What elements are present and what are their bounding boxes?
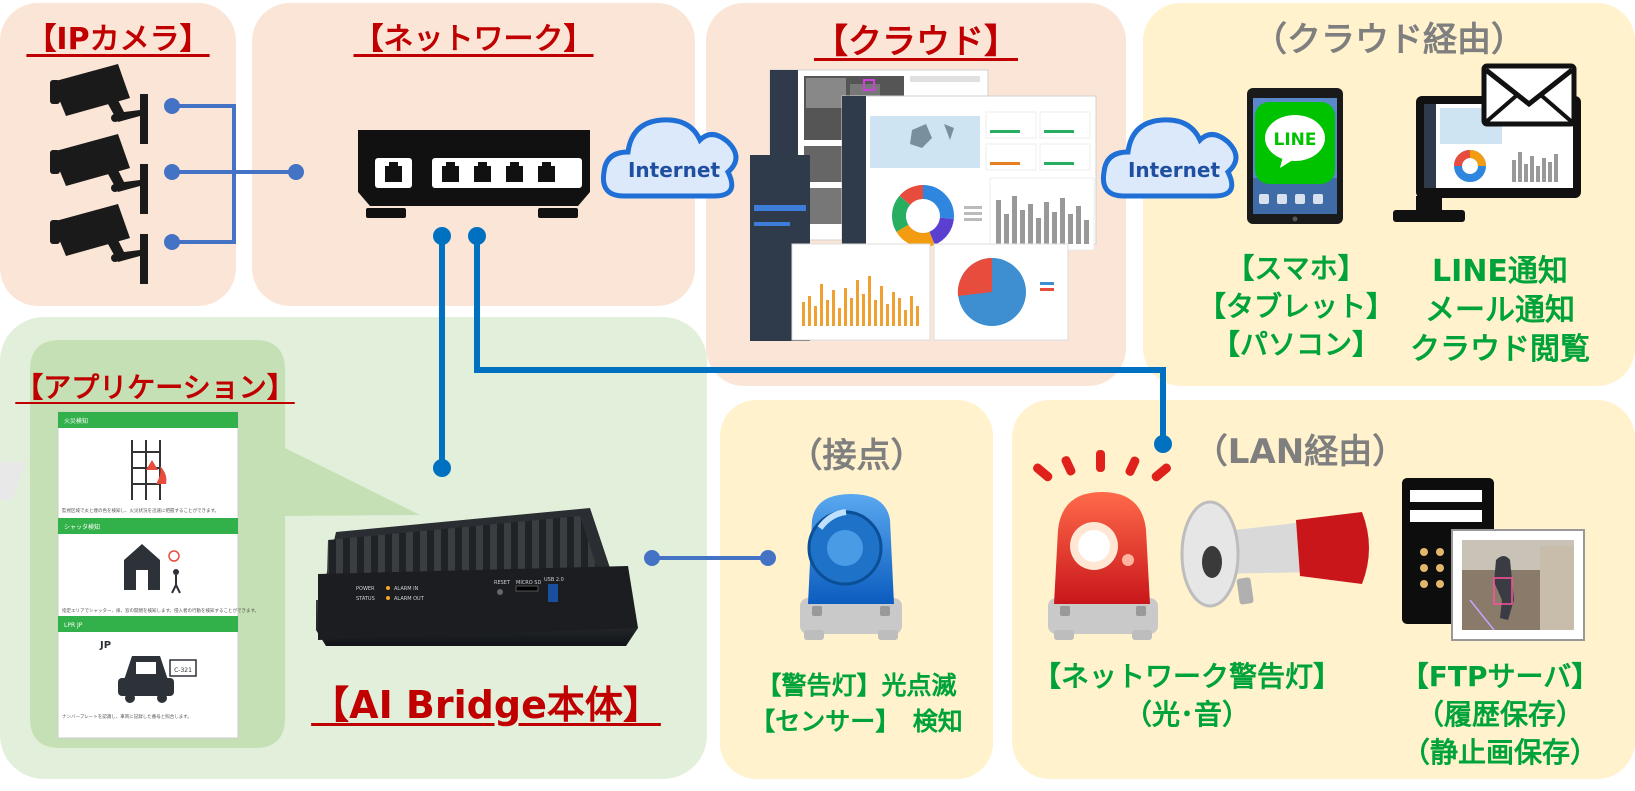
section-title-ip-camera: 【IPカメラ】 bbox=[26, 22, 210, 57]
notification-line: LINE通知 bbox=[1432, 254, 1568, 289]
app-card-title: シャッタ検知 bbox=[64, 523, 100, 531]
cctv-camera-icon bbox=[50, 64, 148, 284]
network-beacon-icon bbox=[1032, 450, 1172, 640]
app-card-desc: 指定エリアでシャッター、扉、窓の開閉を検知します。侵入者の行動を検知することがで… bbox=[62, 607, 259, 614]
contact-line: 【警告灯】光点滅 bbox=[756, 671, 957, 700]
port-label: ALARM IN bbox=[394, 586, 419, 592]
megaphone-icon bbox=[1180, 500, 1369, 608]
port-label: MICRO SD bbox=[516, 580, 541, 586]
app-card-title: LPR JP bbox=[64, 622, 83, 629]
internet-label: Internet bbox=[627, 158, 721, 182]
app-card-desc: ナンバープレートを認識し、車両に記録した番号と照合します。 bbox=[62, 713, 192, 720]
notification-types: LINE通知 メール通知 クラウド閲覧 bbox=[1400, 252, 1600, 369]
line-logo: LINE bbox=[1274, 130, 1317, 150]
camera-links bbox=[172, 104, 296, 244]
port-label: STATUS bbox=[356, 596, 375, 602]
ftp-caption: 【FTPサーバ】 （履歴保存） （静止画保存） bbox=[1385, 658, 1615, 772]
internet-label: Internet bbox=[1127, 158, 1221, 182]
device-type-line: 【スマホ】 bbox=[1226, 252, 1366, 285]
cloud-icon bbox=[1100, 117, 1239, 199]
notification-line: メール通知 bbox=[1425, 293, 1575, 328]
section-title-contact: （接点） bbox=[788, 436, 925, 476]
app-card-desc: 監視区域で炎と煙の色を検知し、火災状況を迅速に把握することができます。 bbox=[62, 507, 219, 514]
app-card-title: 火災検知 bbox=[64, 417, 88, 425]
port-label: POWER bbox=[356, 586, 375, 592]
network-beacon-caption: 【ネットワーク警告灯】 （光･音） bbox=[1012, 658, 1362, 734]
device-type-line: 【タブレット】 bbox=[1197, 290, 1394, 323]
device-type-line: 【パソコン】 bbox=[1211, 328, 1380, 361]
port-label: USB 2.0 bbox=[544, 577, 564, 583]
port-label: RESET bbox=[494, 580, 511, 586]
section-title-via-cloud: （クラウド経由） bbox=[1253, 20, 1525, 60]
envelope-icon bbox=[1481, 63, 1577, 127]
ai-bridge-title: 【AI Bridge本体】 bbox=[311, 683, 661, 727]
app-card-jp-mark: JP bbox=[99, 640, 111, 651]
network-beacon-line: 【ネットワーク警告灯】 bbox=[1032, 660, 1341, 693]
ftp-line: （履歴保存） bbox=[1415, 698, 1584, 731]
contact-line: 【センサー】 検知 bbox=[750, 707, 963, 736]
dashboard-donut-chart bbox=[892, 185, 954, 247]
rotating-beacon-icon bbox=[800, 494, 902, 640]
contact-caption: 【警告灯】光点滅 【センサー】 検知 bbox=[720, 668, 993, 740]
lan-cables bbox=[439, 236, 1166, 468]
cloud-icon bbox=[600, 117, 739, 199]
tablet-icon: LINE bbox=[1247, 88, 1343, 224]
application-cards bbox=[0, 411, 239, 739]
notification-line: クラウド閲覧 bbox=[1410, 332, 1590, 367]
section-title-application: 【アプリケーション】 bbox=[15, 371, 295, 404]
snapshot-photo bbox=[1451, 529, 1585, 641]
ai-bridge-device bbox=[316, 508, 638, 646]
app-card-plate: C-321 bbox=[174, 667, 192, 674]
section-title-via-lan: （LAN経由） bbox=[1193, 432, 1407, 472]
dashboard-screenshot: 46006 bbox=[750, 69, 1097, 341]
network-switch-icon bbox=[358, 130, 590, 218]
ftp-line: （静止画保存） bbox=[1401, 736, 1598, 769]
port-label: ALARM OUT bbox=[394, 596, 425, 602]
network-beacon-line: （光･音） bbox=[1123, 698, 1250, 731]
ftp-line: 【FTPサーバ】 bbox=[1400, 660, 1600, 693]
device-types: 【スマホ】 【タブレット】 【パソコン】 bbox=[1196, 250, 1396, 364]
section-title-cloud: 【クラウド】 bbox=[814, 22, 1018, 62]
section-title-network: 【ネットワーク】 bbox=[353, 22, 594, 57]
